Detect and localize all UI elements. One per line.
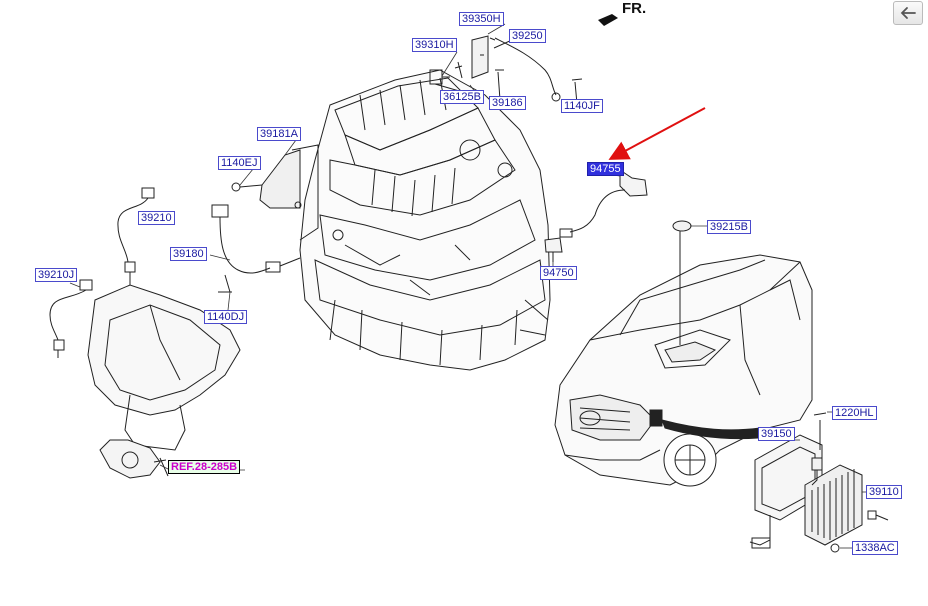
back-button[interactable] (893, 1, 923, 25)
crank-sensor-drawing (211, 144, 319, 293)
arrow-left-icon (900, 7, 916, 19)
part-label-39110[interactable]: 39110 (866, 485, 902, 499)
part-label-39250[interactable]: 39250 (509, 29, 546, 43)
part-label-39210[interactable]: 39210 (138, 211, 175, 225)
part-label-94750[interactable]: 94750 (540, 266, 577, 280)
part-label-39310H[interactable]: 39310H (412, 38, 457, 52)
part-label-39210J[interactable]: 39210J (35, 268, 78, 282)
part-label-39150[interactable]: 39150 (758, 427, 795, 441)
part-label-36125B[interactable]: 36125B (440, 90, 484, 104)
pointer-arrow (608, 107, 706, 160)
part-label-39215B[interactable]: 39215B (707, 220, 751, 234)
part-label-1220HL[interactable]: 1220HL (832, 406, 877, 420)
part-label-39181A[interactable]: 39181A (257, 127, 301, 141)
knock-sensor-drawing (544, 169, 648, 262)
part-label-1140DJ[interactable]: 1140DJ (204, 310, 248, 324)
part-label-39180[interactable]: 39180 (170, 247, 207, 261)
reference-link[interactable]: REF.28-285B (168, 460, 241, 474)
part-label-39350H[interactable]: 39350H (459, 12, 504, 26)
part-label-1338AC[interactable]: 1338AC (852, 541, 898, 555)
part-label-1140JF[interactable]: 1140JF (561, 99, 603, 113)
ecu-drawing (749, 412, 889, 553)
exhaust-manifold-drawing (49, 187, 241, 479)
part-label-39186[interactable]: 39186 (489, 96, 526, 110)
front-direction-arrow (598, 14, 618, 26)
front-direction-label: FR. (622, 0, 647, 17)
car-drawing (554, 220, 813, 487)
engine-block-drawing (299, 69, 551, 371)
part-label-94755[interactable]: 94755 (587, 162, 624, 176)
part-label-1140EJ[interactable]: 1140EJ (218, 156, 261, 170)
